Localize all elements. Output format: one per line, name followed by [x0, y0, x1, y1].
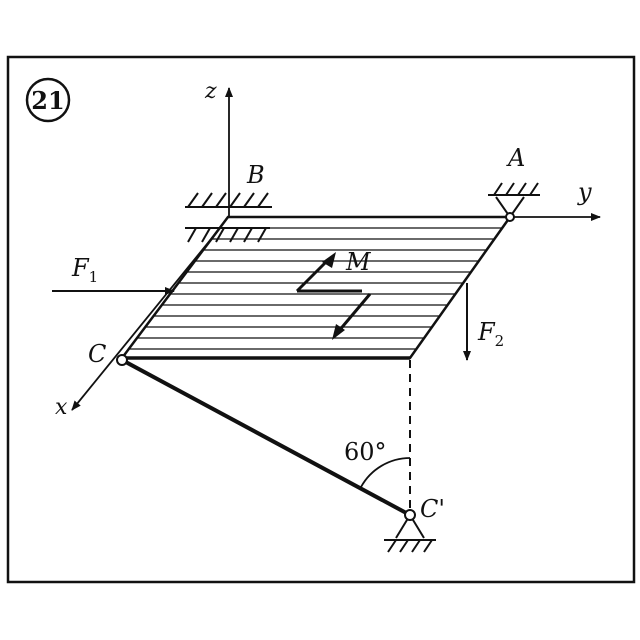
support-a: [488, 182, 540, 222]
z-axis: z: [204, 79, 233, 217]
f1-label: F1: [71, 254, 98, 286]
y-axis-label: y: [577, 178, 592, 206]
figure-frame: [6, 55, 636, 584]
moment-m: M: [295, 248, 372, 340]
label-b: B: [246, 161, 265, 189]
angle-arc: [360, 457, 411, 488]
f2-label: F2: [477, 318, 504, 350]
figure-number-badge: 21: [25, 77, 71, 123]
force-f1: F1: [52, 254, 175, 295]
force-f2: F2: [463, 283, 504, 361]
angle-label: 60°: [344, 438, 387, 466]
support-b: [185, 192, 272, 243]
label-c: C: [88, 340, 106, 368]
support-c-prime: [384, 509, 436, 553]
plate: [119, 215, 513, 360]
m-label: M: [345, 248, 372, 276]
label-c-prime: C': [420, 495, 445, 523]
figure-number: 21: [31, 86, 64, 115]
z-axis-label: z: [204, 79, 217, 104]
y-axis: y: [229, 178, 601, 221]
rod-cc-prime: [121, 358, 411, 517]
joint-c: [116, 354, 128, 366]
x-axis-label: x: [55, 395, 68, 420]
label-a: A: [506, 144, 525, 172]
